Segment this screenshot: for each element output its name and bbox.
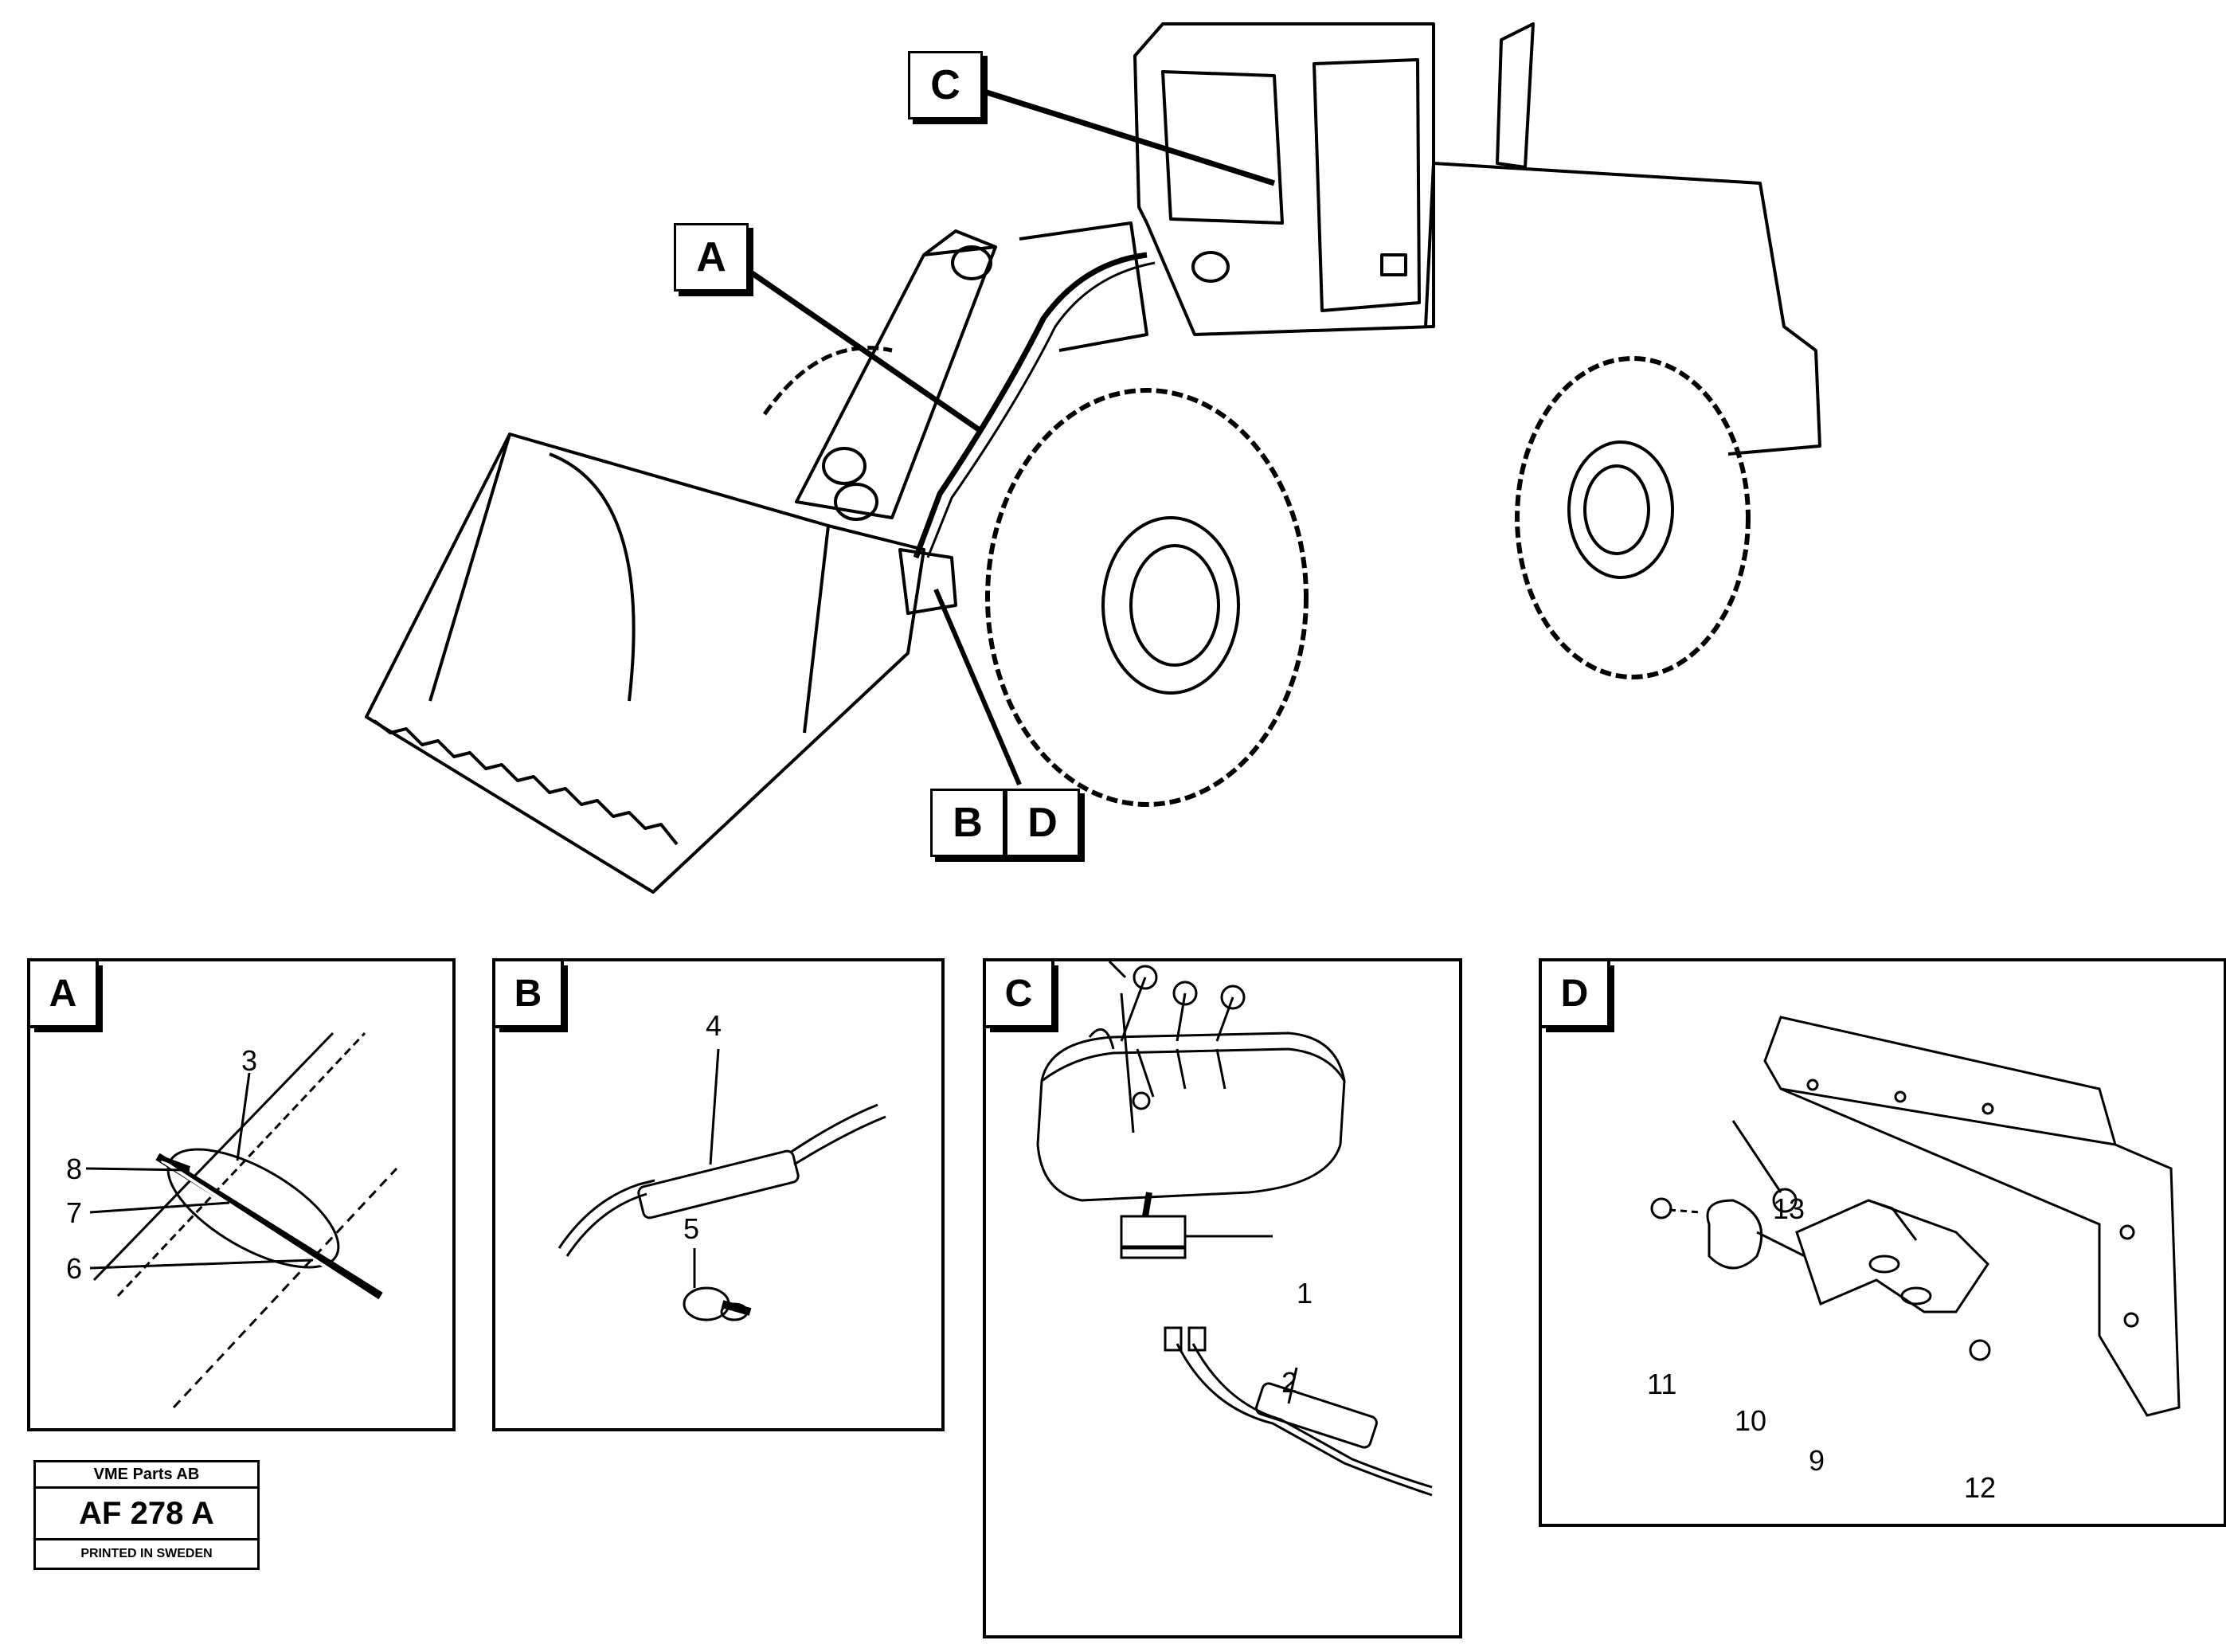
part-label-8: 8 <box>66 1153 83 1185</box>
callout-b: B <box>930 789 1005 857</box>
part-label-13: 13 <box>1773 1192 1805 1225</box>
callout-a: A <box>674 223 749 292</box>
part-label-11: 11 <box>1647 1368 1677 1400</box>
mounting-bracket-drawing <box>1650 1016 2181 1417</box>
part-label-3: 3 <box>241 1044 258 1077</box>
part-label-4: 4 <box>706 1009 722 1042</box>
detail-panel-c: C 1 2 <box>983 958 1462 1638</box>
control-lever-switch-drawing <box>1036 961 1433 1497</box>
parts-stamp: VME Parts AB AF 278 A PRINTED IN SWEDEN <box>33 1460 260 1570</box>
part-label-6: 6 <box>66 1252 83 1285</box>
callout-d: D <box>1005 789 1080 857</box>
detail-panel-d: D 13 11 10 9 12 <box>1539 958 2226 1527</box>
panel-c-tag: C <box>986 961 1054 1028</box>
callout-c: C <box>908 51 983 119</box>
panel-a-tag: A <box>30 961 99 1028</box>
stamp-printed: PRINTED IN SWEDEN <box>80 1547 213 1560</box>
part-label-12: 12 <box>1964 1471 1997 1504</box>
part-label-5: 5 <box>683 1212 700 1245</box>
hose-clamp-drawing <box>85 1032 398 1409</box>
part-label-2: 2 <box>1281 1366 1298 1399</box>
part-label-7: 7 <box>66 1196 83 1229</box>
panel-d-tag: D <box>1542 961 1610 1028</box>
part-label-1: 1 <box>1297 1277 1313 1309</box>
stamp-code: AF 278 A <box>36 1489 257 1540</box>
detail-panel-b: B 4 5 <box>492 958 945 1431</box>
wheel-loader-drawing <box>365 22 1821 894</box>
part-label-9: 9 <box>1809 1444 1825 1477</box>
panel-b-tag: B <box>495 961 564 1028</box>
detail-panel-a: A 3 8 7 6 <box>27 958 456 1431</box>
cable-connector-drawing <box>557 1048 886 1321</box>
part-label-10: 10 <box>1735 1404 1767 1437</box>
stamp-company: VME Parts AB <box>36 1462 257 1489</box>
